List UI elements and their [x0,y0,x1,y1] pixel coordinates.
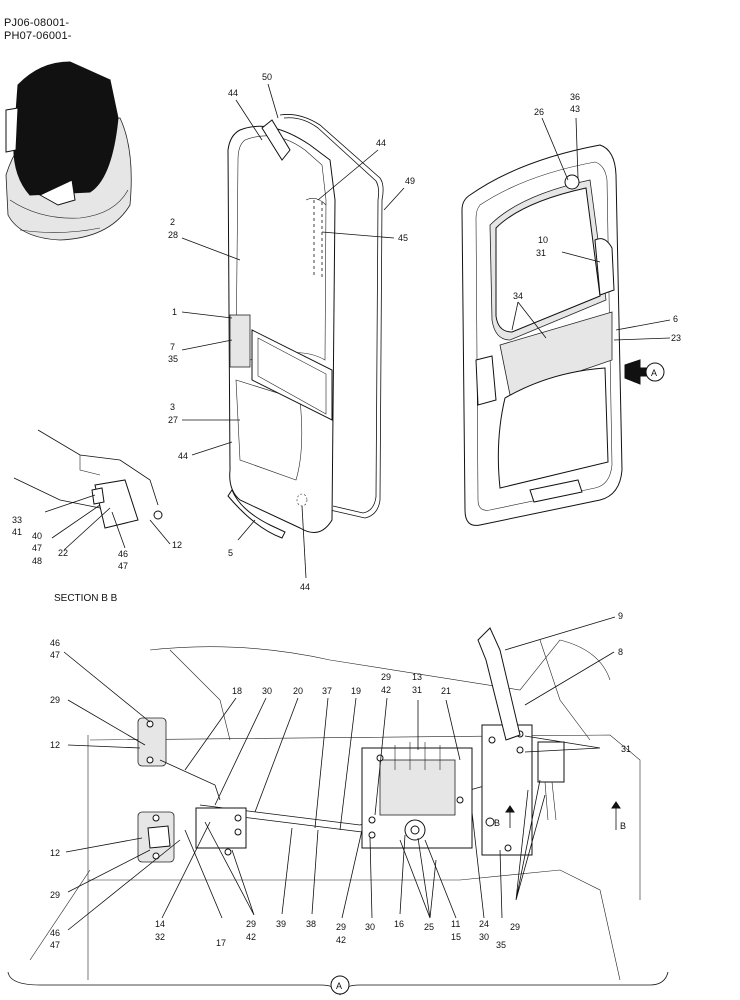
callout: 47 [50,650,60,660]
callouts-bottom: 9 8 46 47 29 12 18 30 20 37 19 29 42 13 … [50,611,631,950]
door-frame-assembly [461,144,653,526]
section-b-marker-left: B [494,818,500,828]
callout: 44 [178,451,188,461]
callout: 48 [32,556,42,566]
callout: 45 [398,233,408,243]
callout: 42 [336,935,346,945]
callout: 37 [322,686,332,696]
cab-location-thumbnail [5,61,132,241]
callout: 35 [496,940,506,950]
bracket-left [195,807,247,849]
callout: 44 [376,138,386,148]
callout: 23 [671,333,681,343]
callout: 26 [534,107,544,117]
leader-lines [44,83,671,931]
callout: 30 [479,932,489,942]
view-a-label: A [336,981,342,991]
callout: 3 [170,402,175,412]
latch-detail [13,429,163,529]
callout: 29 [50,695,60,705]
hinge-pad-upper [137,717,167,767]
callout: 17 [216,938,226,948]
callout: 12 [50,740,60,750]
callout: 44 [300,582,310,592]
callout: 22 [58,548,68,558]
part-number-header-1: PJ06-08001- [4,17,70,29]
callout: 46 [50,928,60,938]
view-a-arrow-label: A [651,368,657,378]
callout: 47 [118,561,128,571]
callout: 42 [381,685,391,695]
callouts-top: 50 44 44 49 45 2 28 1 7 35 3 27 44 5 44 … [12,72,681,592]
callout: 31 [536,248,546,258]
callout: 2 [170,217,175,227]
callout: 47 [32,543,42,553]
callout: 5 [228,548,233,558]
callout: 46 [50,638,60,648]
callout: 43 [570,104,580,114]
callout: 12 [172,540,182,550]
callout: 9 [618,611,623,621]
door-seal [279,114,384,519]
callout: 33 [12,515,22,525]
callout: 16 [394,919,404,929]
callout: 50 [262,72,272,82]
callout: 36 [570,92,580,102]
section-bb-label: SECTION B B [54,593,118,604]
callout: 27 [168,415,178,425]
callout: 8 [618,647,623,657]
callout: 6 [673,314,678,324]
callout: 15 [451,932,461,942]
view-a-bracket [7,971,669,996]
callout: 32 [155,932,165,942]
callout: 35 [168,354,178,364]
callout: 34 [513,291,523,301]
section-bb-drawing [29,627,641,981]
door-glass-assembly [227,114,384,539]
callout: 29 [50,890,60,900]
callout: 42 [246,932,256,942]
callout: 20 [293,686,303,696]
callout: 49 [405,176,415,186]
callout: 25 [424,922,434,932]
callout: 46 [118,549,128,559]
callout: 31 [621,744,631,754]
callout: 19 [351,686,361,696]
lever-handle [477,627,521,741]
callout: 11 [451,919,460,929]
callout: 28 [168,230,178,240]
callout: 13 [412,672,422,682]
bracket-right [481,724,533,856]
callout: 29 [381,672,391,682]
callout: 30 [262,686,272,696]
callout: 40 [32,531,42,541]
callout: 1 [172,307,177,317]
section-b-marker-right: B [620,821,626,831]
callout: 18 [232,686,242,696]
callout: 30 [365,922,375,932]
callout: 38 [306,919,316,929]
callout: 29 [246,919,256,929]
part-number-header-2: PH07-06001- [4,30,72,42]
callout: 47 [50,940,60,950]
callout: 24 [479,919,489,929]
callout: 29 [510,922,520,932]
callout: 29 [336,922,346,932]
callout: 10 [538,235,548,245]
callout: 21 [441,686,451,696]
callout: 44 [228,88,238,98]
callout: 39 [276,919,286,929]
callout: 14 [155,919,165,929]
callout: 41 [12,527,22,537]
callout: 12 [50,848,60,858]
callout: 7 [170,342,175,352]
callout: 31 [412,685,422,695]
